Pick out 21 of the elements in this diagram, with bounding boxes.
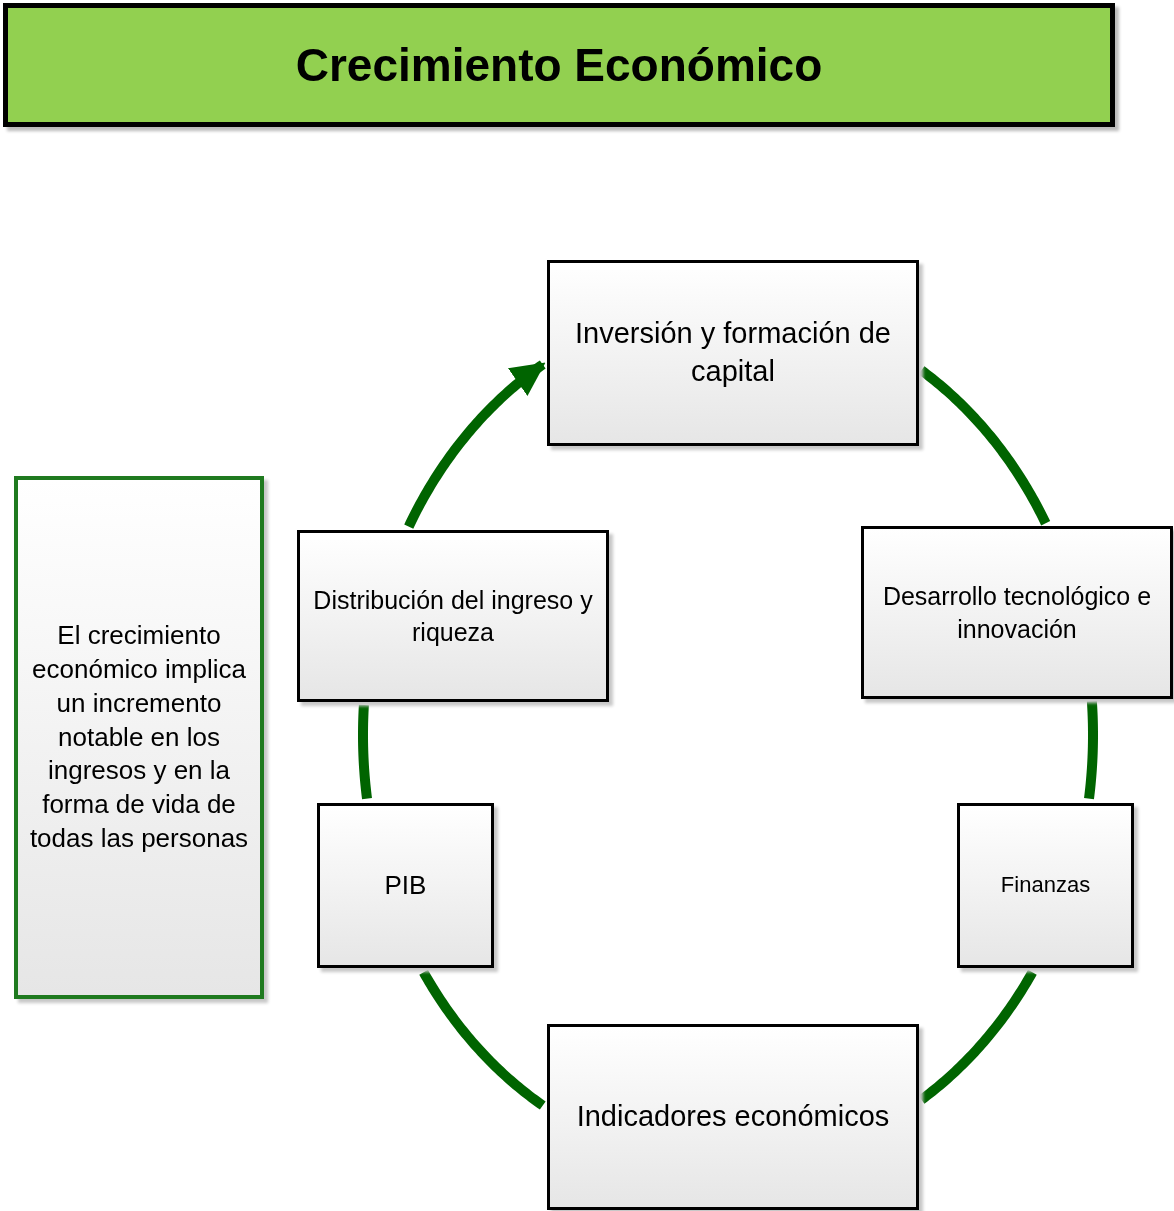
box-text: Desarrollo tecnológico e innovación	[881, 581, 1153, 645]
connector-arc	[918, 366, 1051, 526]
arrow	[404, 360, 546, 529]
box-text: PIB	[384, 868, 427, 902]
connector-arc	[918, 969, 1037, 1104]
concept-box	[957, 803, 1134, 968]
connector-arc	[358, 703, 372, 800]
concept-box	[297, 530, 609, 702]
connector-arc	[419, 969, 546, 1110]
description-box	[14, 476, 264, 999]
connector-arc	[1084, 700, 1098, 800]
title-banner: Crecimiento Económico	[3, 3, 1115, 127]
concept-box	[861, 526, 1173, 699]
box-text: Finanzas	[1000, 871, 1091, 900]
concept-box	[547, 260, 919, 446]
box-text: Inversión y formación de capital	[574, 316, 892, 389]
box-text: Indicadores económicos	[576, 1099, 890, 1135]
concept-box	[317, 803, 494, 968]
concept-box	[547, 1024, 919, 1210]
box-text: El crecimiento económico implica un incremento notable en los ingresos y en la forma de vida de todas las personas	[28, 619, 250, 855]
box-text: Distribución del ingreso y riqueza	[312, 584, 594, 648]
